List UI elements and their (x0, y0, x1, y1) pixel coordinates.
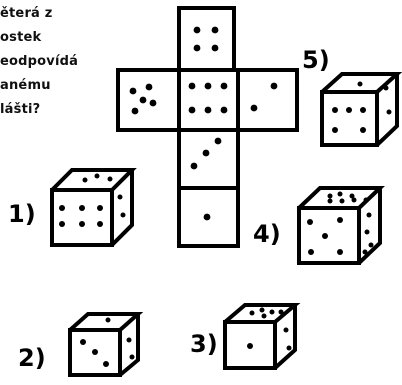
option-label-2: 2) (18, 344, 46, 372)
cube-net (118, 8, 297, 246)
option-label-4: 4) (253, 220, 281, 248)
net-center-pips (189, 83, 228, 114)
net-lower-pips (191, 138, 222, 170)
net-face-top (179, 8, 234, 70)
die-option-1-pips (59, 174, 126, 228)
net-top-pips (194, 27, 219, 52)
die-option-3-outline (225, 305, 295, 368)
option-label-3: 3) (190, 330, 218, 358)
net-right-pips (251, 83, 278, 112)
net-bottom-pip (204, 214, 211, 221)
net-left-pips (130, 84, 157, 115)
net-face-lower (179, 130, 238, 188)
option-label-5: 5) (302, 46, 330, 74)
option-label-1: 1) (8, 200, 36, 228)
